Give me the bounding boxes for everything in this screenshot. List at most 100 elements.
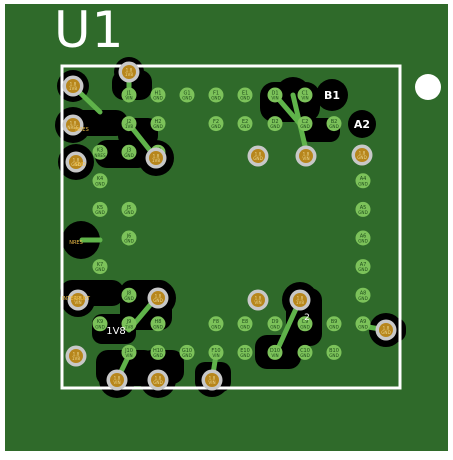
pad-copper [237,116,253,132]
pad-ball-label: A6 [360,233,367,239]
pad-copper [326,116,342,132]
via-size-label: 1.8 [70,81,77,86]
pad-net-label: GND [153,124,163,129]
via-size-label: 1.8 [303,151,310,156]
via-net-label: NRES [67,125,79,130]
via-size-label: 1.8 [114,375,121,380]
pad-net-label: 1V8 [125,324,134,329]
pad-copper [150,344,166,360]
via-drill [69,349,83,363]
pad-copper [92,316,108,332]
via-net-label: 1V8 [152,158,161,163]
via-drill [251,149,265,163]
pad-ball-label: E1 [242,90,248,96]
via-drill [151,291,165,305]
pad-net-label: 1V8 [125,124,134,129]
pad-ball-label: H8 [155,319,162,325]
pad-ball-label: H2 [155,119,162,125]
pad-ball-label: K4 [97,176,103,182]
side-label-sl3: NRES [69,240,83,246]
pad-copper [355,201,371,217]
pad-copper [297,116,313,132]
pad-ball-label: E2 [242,119,248,125]
via-size-label: 1.8 [383,325,390,330]
pad-ball-label: A5 [360,205,367,211]
via-drill [355,148,369,162]
pad-ball-label: H10 [153,348,163,354]
pad-copper [355,173,371,189]
pad-net-label: GND [300,324,310,329]
pad-copper [297,344,313,360]
pad-copper [121,87,137,103]
pad-ball-label: J8 [126,291,132,297]
pad-net-label: GND [300,353,310,358]
net-label-nl2: 2 [304,313,310,323]
pad-ball-label: F8 [213,319,219,325]
pad-copper [267,116,283,132]
pad-ball-label: F1 [213,90,219,96]
via-drill [69,155,83,169]
via-drill [205,373,219,387]
pad-ball-label: B2 [331,119,338,125]
pad-net-label: GND [358,239,368,244]
keepout-halo-8 [348,110,376,138]
pad-net-label: GND [124,239,134,244]
via-size-label: 1.8 [209,375,216,380]
side-label-sl4: INTERRUPT [62,296,91,302]
via-size-label: 1.8 [255,295,262,300]
pad-copper [355,230,371,246]
pad-ball-label: C2 [302,119,309,125]
pad-copper [150,116,166,132]
via-net-label: VIN [113,380,120,385]
pad-ball-label: K5 [97,205,103,211]
reference-designator: U1 [54,1,125,59]
pad-copper [121,316,137,332]
via-drill [293,293,307,307]
pad-net-label: GND [358,324,368,329]
pad-layer: J1VINH1GNDG1GNDF1GNDE1GNDD1VINC1VINJ21V8… [92,87,371,360]
pad-net-label: GND [358,181,368,186]
via-drill [122,65,136,79]
pad-ball-label: D10 [270,348,280,354]
pad-ball-label: J1 [126,90,132,96]
pad-copper [150,316,166,332]
via-size-label: 1.8 [73,157,80,162]
pad-copper [208,87,224,103]
pad-net-label: VIN [271,353,278,358]
pin1-marker [415,74,441,100]
component-outline [60,64,402,390]
via-drill [110,373,124,387]
